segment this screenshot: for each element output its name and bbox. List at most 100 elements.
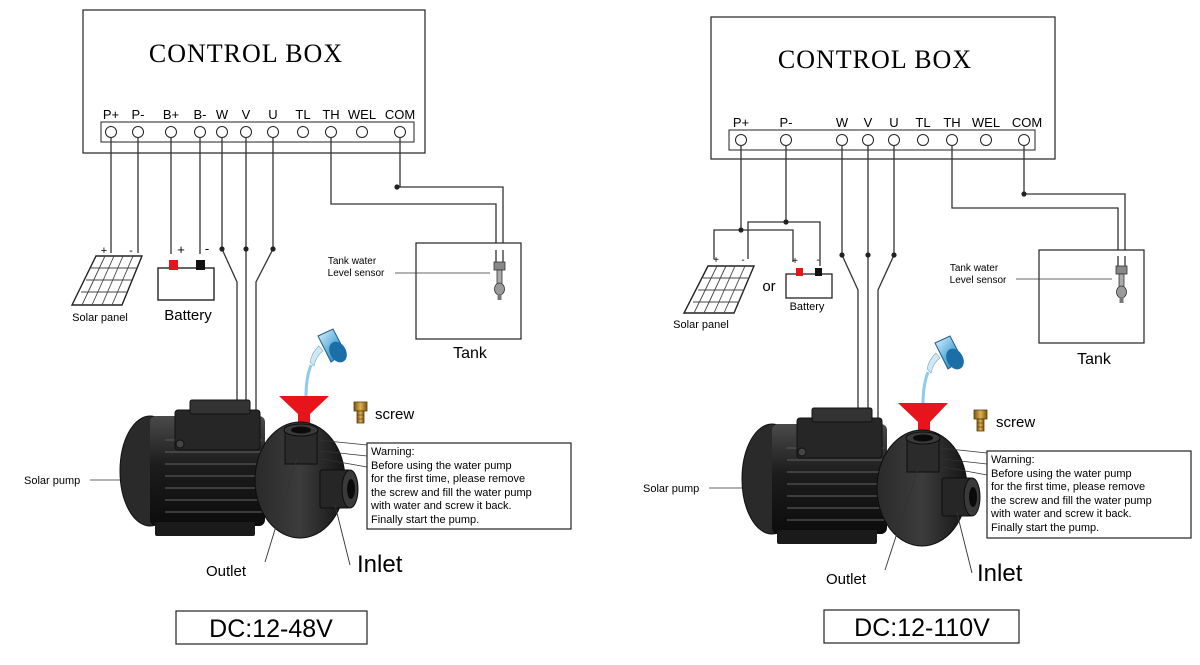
terminal-label: W	[836, 115, 849, 130]
pump-label: Solar pump	[24, 475, 80, 487]
terminal-label: V	[864, 115, 873, 130]
battery: + - Battery	[785, 255, 833, 313]
wires	[713, 145, 1126, 420]
pump-icon	[741, 407, 981, 547]
battery-minus-terminal	[196, 260, 205, 270]
warning-box	[986, 450, 1192, 539]
warning-box	[366, 442, 572, 530]
terminal-label: COM	[1012, 115, 1042, 130]
solar-minus-sign: -	[741, 255, 744, 266]
funnel-icon	[279, 396, 329, 428]
warning-line: Finally start the pump.	[991, 522, 1099, 534]
voltage-label: DC:12-110V	[854, 614, 990, 642]
battery-plus-terminal	[169, 260, 178, 270]
wire-minus-split	[747, 221, 821, 266]
solar-panel-label: Solar panel	[72, 312, 128, 324]
or-label: or	[762, 278, 775, 295]
solar-minus-sign: -	[129, 245, 133, 257]
wire-junction	[243, 246, 249, 252]
terminal-screw	[297, 126, 309, 138]
terminal-screw	[1018, 134, 1030, 146]
battery-body	[157, 267, 215, 301]
water-bottle-icon	[304, 328, 347, 397]
terminal-label: P-	[132, 107, 145, 122]
terminal-screw	[267, 126, 279, 138]
terminal-screw	[356, 126, 368, 138]
terminal-screw	[165, 126, 177, 138]
terminal-screw	[917, 134, 929, 146]
warning-line: Before using the water pump	[371, 460, 512, 472]
wire-junction	[270, 246, 276, 252]
terminal-screw	[194, 126, 206, 138]
terminal-screw	[325, 126, 337, 138]
terminal-label: WEL	[972, 115, 1000, 130]
wire-junction	[891, 252, 897, 258]
terminal-screw	[216, 126, 228, 138]
sensor-label-line1: Tank water	[328, 256, 377, 267]
terminal-screw	[862, 134, 874, 146]
control-box-title: CONTROL BOX	[778, 45, 972, 74]
terminal-screw	[780, 134, 792, 146]
battery-minus-sign: -	[205, 241, 209, 256]
battery-plus-sign: +	[792, 256, 798, 267]
terminal-label: P+	[733, 115, 749, 130]
warning-line: Warning:	[371, 446, 415, 458]
solar-plus-sign: +	[713, 255, 719, 266]
solar-panel-grid	[693, 265, 749, 314]
battery-body	[785, 273, 833, 299]
terminal-label: B-	[194, 107, 207, 122]
inlet-label: Inlet	[977, 560, 1023, 587]
warning-line: with water and screw it back.	[370, 500, 512, 512]
terminal-label: B+	[163, 107, 179, 122]
outlet-label: Outlet	[826, 571, 867, 588]
wire-plus-split	[713, 229, 794, 262]
terminal-screw	[240, 126, 252, 138]
warning-line: the screw and fill the water pump	[991, 495, 1152, 507]
outlet-leader-line	[884, 465, 920, 571]
wire-u	[877, 145, 895, 420]
inlet-leader-line	[956, 512, 973, 574]
terminal-label: P-	[780, 115, 793, 130]
terminal-label: TL	[295, 107, 310, 122]
warning-text: Warning: Before using the water pump for…	[370, 446, 532, 526]
terminal-label: WEL	[348, 107, 376, 122]
voltage-box	[823, 609, 1020, 644]
terminal-screw	[946, 134, 958, 146]
terminal-label: COM	[385, 107, 415, 122]
pump-label: Solar pump	[643, 483, 699, 495]
solar-panel-frame	[70, 255, 144, 306]
terminal-screw	[132, 126, 144, 138]
diagram-right: CONTROL BOX P+ P- W V U TL TH WEL COM	[643, 16, 1192, 644]
battery-label: Battery	[790, 301, 825, 313]
wire-u	[255, 137, 274, 412]
inlet-leader-line	[334, 504, 351, 566]
warning-line: Before using the water pump	[991, 468, 1132, 480]
wire-junction	[865, 252, 871, 258]
solar-panel-label: Solar panel	[673, 319, 729, 331]
screw-icon	[973, 409, 988, 432]
wire-com	[1023, 145, 1126, 256]
terminal-label: TH	[322, 107, 339, 122]
solar-plus-sign: +	[101, 245, 107, 257]
warning-leader-lines	[317, 439, 368, 468]
solar-panel-frame	[682, 265, 756, 314]
solar-panel-grid	[81, 255, 137, 306]
warning-line: the screw and fill the water pump	[371, 487, 532, 499]
terminal-labels: P+ P- B+ B- W V U TL TH WEL COM	[103, 107, 415, 122]
wire-com	[399, 137, 504, 250]
warning-line: Warning:	[991, 454, 1035, 466]
control-box-title: CONTROL BOX	[149, 39, 343, 68]
tank-box	[1038, 249, 1145, 344]
outlet-leader-line	[264, 457, 298, 563]
level-sensor-icon	[493, 261, 506, 300]
battery-minus-sign: -	[816, 255, 819, 266]
wire-junction	[394, 184, 400, 190]
wires	[110, 137, 504, 412]
tank: Tank water Level sensor Tank	[950, 249, 1145, 368]
solar-panel: + - Solar panel	[70, 245, 144, 324]
warning-text: Warning: Before using the water pump for…	[990, 454, 1152, 534]
warning-line: for the first time, please remove	[991, 481, 1145, 493]
inlet-label: Inlet	[357, 551, 403, 578]
sensor-label-line1: Tank water	[950, 263, 999, 274]
terminal-strip	[100, 121, 415, 143]
